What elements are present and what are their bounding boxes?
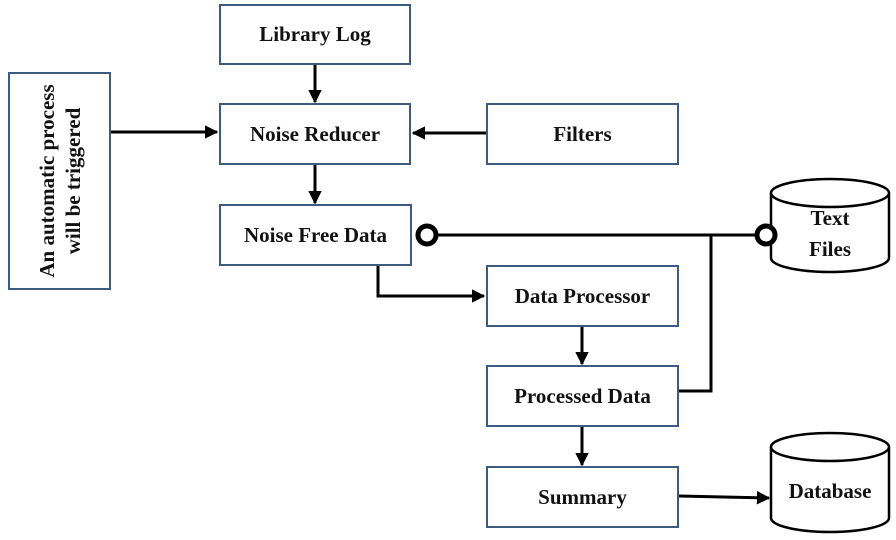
database-cylinder: [769, 431, 891, 534]
text-files-label: Text Files: [775, 203, 885, 265]
ring-end-left: [415, 223, 439, 247]
summary-node: Summary: [486, 466, 679, 528]
link-processeddata-to-textfiles: [679, 235, 713, 393]
text-files-cylinder: [769, 177, 891, 274]
noise-free-data-node: Noise Free Data: [219, 204, 412, 266]
ring-end-right: [754, 223, 778, 247]
text-files-label-line2: Files: [809, 237, 851, 261]
database-label: Database: [788, 478, 872, 503]
trigger-note-box: An automatic process will be triggered: [8, 72, 111, 290]
filters-node: Filters: [486, 103, 679, 165]
data-processor-node: Data Processor: [486, 265, 679, 327]
library-log-node: Library Log: [219, 4, 411, 65]
arrow-summary-to-database: [678, 490, 771, 505]
processed-data-node: Processed Data: [486, 365, 679, 427]
text-files-label-line1: Text: [810, 206, 850, 230]
noise-reducer-node: Noise Reducer: [219, 103, 411, 165]
trigger-note-text: An automatic process will be triggered: [34, 84, 85, 278]
arrow-noisefreedata-to-dataprocessor: [376, 266, 486, 303]
